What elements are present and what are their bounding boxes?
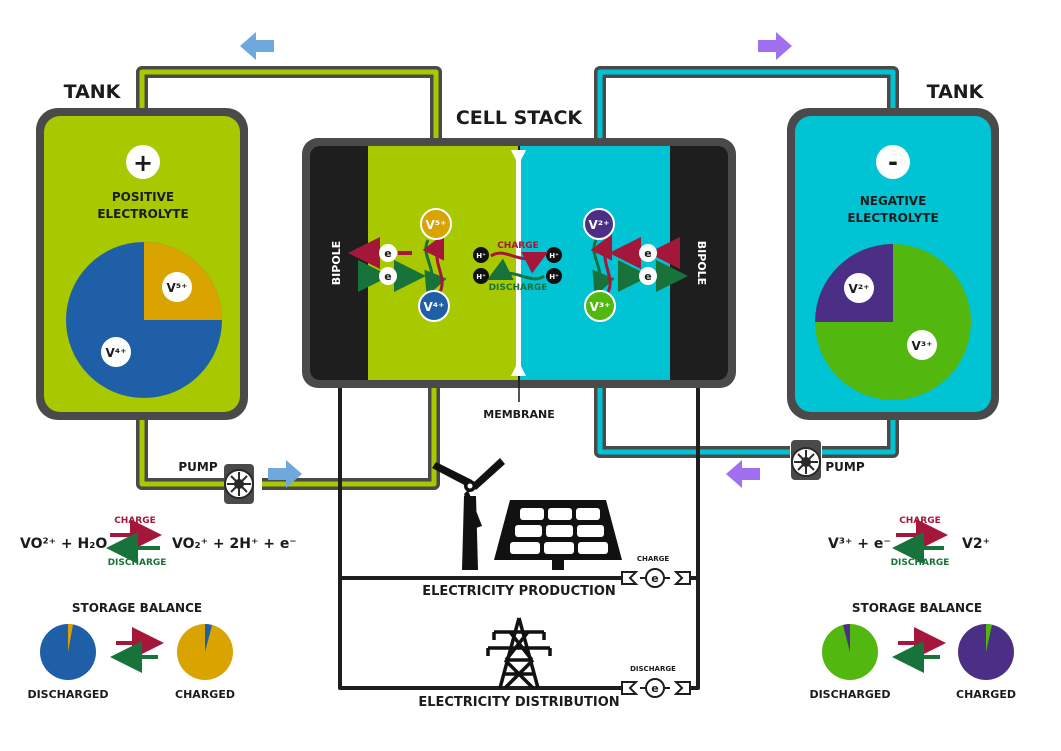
pipes-negative — [594, 66, 899, 458]
proton-left-top: H⁺ — [476, 252, 486, 260]
positive-tank: + POSITIVE ELECTROLYTE V⁵⁺ V⁴⁺ — [36, 108, 248, 420]
left-eq-products: VO₂⁺ + 2H⁺ + e⁻ — [172, 536, 297, 552]
left-eq-charge: CHARGE — [114, 516, 156, 526]
pump-left-label: PUMP — [178, 460, 217, 474]
wind-turbine-icon — [432, 458, 505, 570]
proton-right-bottom: H⁺ — [549, 273, 559, 281]
membrane-label: MEMBRANE — [483, 408, 555, 421]
positive-half-cell: e e V⁵⁺ V⁴⁺ — [348, 208, 452, 322]
negative-tank: - NEGATIVE ELECTROLYTE V²⁺ V³⁺ — [787, 108, 999, 420]
left-eq-discharge: DISCHARGE — [108, 558, 167, 568]
positive-sign: + — [133, 149, 153, 177]
left-eq-reactants: VO²⁺ + H₂O — [20, 536, 107, 552]
electricity-production-label: ELECTRICITY PRODUCTION — [422, 584, 616, 599]
electron-top-right: e — [644, 247, 651, 260]
negative-sign: - — [888, 148, 898, 176]
pie-label-v3: V³⁺ — [912, 339, 933, 353]
electricity-distribution-label: ELECTRICITY DISTRIBUTION — [418, 695, 619, 710]
storage-left-charged: CHARGED — [175, 688, 235, 701]
negative-electrolyte-label-2: ELECTROLYTE — [847, 211, 938, 225]
negative-electrolyte-label-1: NEGATIVE — [860, 194, 927, 208]
right-eq-reactants: V³⁺ + e⁻ — [828, 536, 891, 552]
proton-charge-label: CHARGE — [497, 241, 539, 251]
charge-node-icon: e — [621, 568, 691, 588]
cell-stack-title: CELL STACK — [456, 107, 584, 129]
ion-v3: V³⁺ — [590, 300, 611, 314]
bipole-right-label: BIPOLE — [695, 241, 708, 285]
positive-electrolyte-label-2: ELECTROLYTE — [97, 207, 188, 221]
storage-right-discharged: DISCHARGED — [809, 688, 890, 701]
pump-right-label: PUMP — [825, 460, 864, 474]
flow-arrow-right-icon — [758, 32, 792, 60]
grid-charge-label: CHARGE — [637, 555, 670, 563]
electron-bottom-left: e — [384, 270, 391, 283]
pipes-positive — [136, 66, 442, 490]
left-equation: VO²⁺ + H₂O VO₂⁺ + 2H⁺ + e⁻ CHARGE DISCHA… — [20, 516, 297, 568]
storage-balance-left: STORAGE BALANCE DISCHARGED CHARGED — [27, 601, 235, 701]
grid-discharge-label: DISCHARGE — [630, 665, 676, 673]
ion-v2: V²⁺ — [589, 218, 610, 232]
cell-stack: BIPOLE BIPOLE — [302, 138, 736, 388]
right-eq-products: V2⁺ — [962, 536, 990, 552]
solar-panel-icon — [494, 500, 622, 570]
pie-label-v2: V²⁺ — [849, 282, 870, 296]
right-eq-charge: CHARGE — [899, 516, 941, 526]
power-pylon-icon — [486, 617, 552, 690]
electric-wires — [338, 388, 700, 690]
discharge-node-electron: e — [651, 682, 658, 695]
storage-balance-right: STORAGE BALANCE DISCHARGED CHARGED — [809, 601, 1016, 701]
bipole-left-label: BIPOLE — [330, 241, 343, 285]
proton-left-bottom: H⁺ — [476, 273, 486, 281]
right-tank-title: TANK — [927, 81, 985, 103]
pump-left-icon — [224, 464, 254, 504]
storage-left-discharged: DISCHARGED — [27, 688, 108, 701]
proton-exchange: H⁺ H⁺ H⁺ H⁺ CHARGE DISCHARGE — [473, 241, 562, 293]
flow-arrow-left-purple-icon — [726, 460, 760, 488]
positive-electrolyte-label-1: POSITIVE — [112, 190, 174, 204]
ion-v5: V⁵⁺ — [426, 218, 447, 232]
right-equation: V³⁺ + e⁻ V2⁺ CHARGE DISCHARGE — [828, 516, 990, 568]
ion-v4: V⁴⁺ — [424, 300, 445, 314]
electron-top-left: e — [384, 247, 391, 260]
storage-right-charged: CHARGED — [956, 688, 1016, 701]
pump-right-icon — [791, 440, 821, 480]
negative-half-cell: V²⁺ V³⁺ e e — [583, 208, 688, 322]
electron-bottom-right: e — [644, 270, 651, 283]
membrane — [516, 150, 521, 376]
storage-right-title: STORAGE BALANCE — [852, 601, 982, 615]
discharge-node-icon: e — [621, 678, 691, 698]
pie-label-v5: V⁵⁺ — [167, 281, 188, 295]
charge-node-electron: e — [651, 572, 658, 585]
proton-discharge-label: DISCHARGE — [489, 283, 548, 293]
left-tank-title: TANK — [64, 81, 122, 103]
storage-left-title: STORAGE BALANCE — [72, 601, 202, 615]
pie-label-v4: V⁴⁺ — [106, 346, 127, 360]
flow-arrow-left-icon — [240, 32, 274, 60]
flow-arrow-right-blue-icon — [268, 460, 302, 488]
proton-right-top: H⁺ — [549, 252, 559, 260]
right-eq-discharge: DISCHARGE — [891, 558, 950, 568]
